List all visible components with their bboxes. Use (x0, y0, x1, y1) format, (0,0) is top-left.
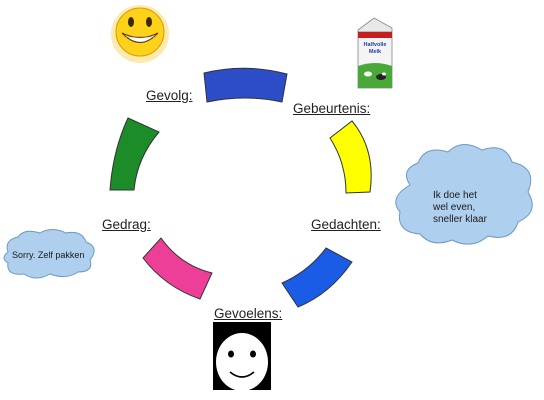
cycle-segment-right-top (329, 120, 372, 194)
cycle-segment-top (203, 67, 288, 103)
label-gevolg: Gevolg: (146, 88, 193, 103)
cloud-right-text: Ik doe het wel even, sneller klaar (433, 190, 487, 226)
cloud-left-text: Sorry. Zelf pakken (12, 250, 85, 260)
thought-cloud-right (395, 144, 533, 245)
label-gedrag: Gedrag: (102, 217, 151, 232)
label-gevoelens: Gevoelens: (214, 306, 283, 321)
speech-cloud-left (3, 229, 95, 279)
milk-carton-icon: Halfvolle Melk (357, 17, 393, 89)
cloud-right-line3: sneller klaar (433, 214, 487, 225)
label-gedachten: Gedachten: (311, 217, 381, 232)
milk-brand-line2: Melk (369, 49, 382, 55)
smiley-grin-icon (111, 5, 169, 63)
cycle-segment-left-bottom (142, 237, 213, 300)
cloud-right-line1: Ik doe het (433, 190, 477, 201)
cycle-segment-left-top (109, 117, 160, 191)
cloud-right-line2: wel even, (433, 202, 476, 213)
label-gebeurtenis: Gebeurtenis: (293, 101, 371, 116)
face-neutral-icon (213, 322, 271, 391)
milk-brand-line1: Halfvolle (364, 42, 387, 48)
cycle-segment-right-bottom (281, 247, 353, 308)
